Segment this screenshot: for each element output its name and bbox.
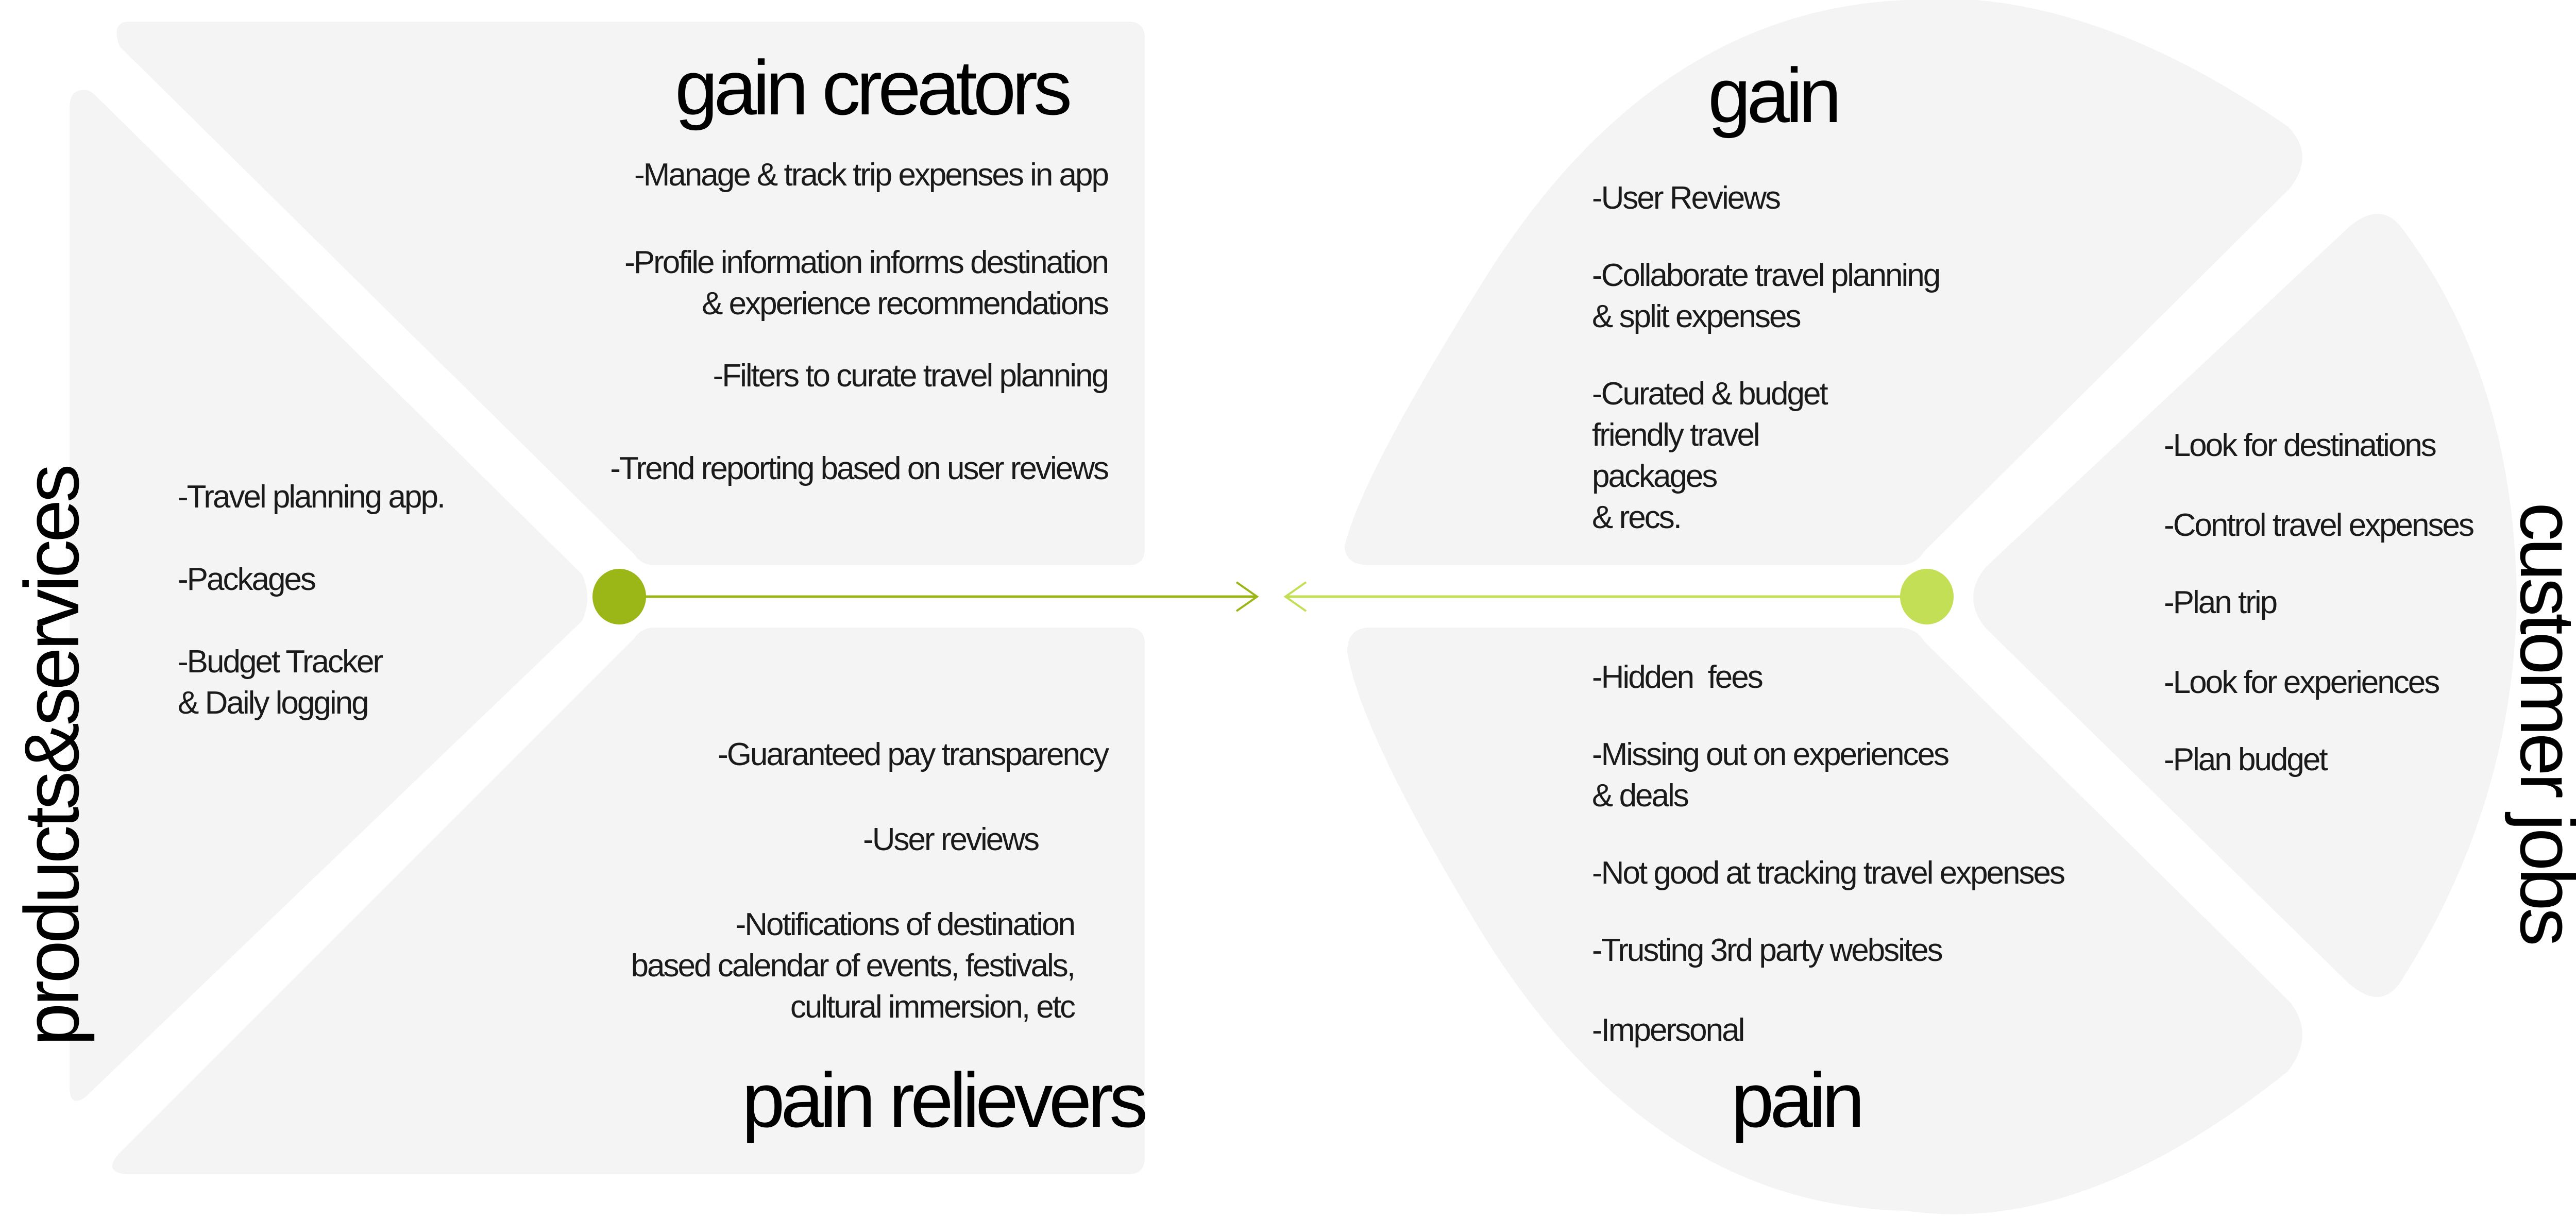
pain-panel — [1347, 628, 2302, 1214]
customer-job-item: -Look for experiences — [2164, 665, 2440, 700]
gain-creator-item: -Trend reporting based on user reviews — [610, 451, 1109, 486]
pain-reliever-item: -User reviews — [863, 822, 1040, 857]
product-service-item: -Packages — [178, 562, 316, 597]
value-map-dot — [592, 569, 646, 624]
pain-relievers-panel — [112, 628, 1145, 1174]
pain-reliever-item: -Notifications of destination based cale… — [631, 907, 1076, 1025]
products-services-title: products&services — [8, 467, 95, 1046]
gain-item: -User Reviews — [1592, 180, 1781, 216]
customer-job-item: -Plan trip — [2164, 585, 2278, 620]
gain-panel — [1345, 0, 2302, 565]
gain-item: -Collaborate travel planning & split exp… — [1592, 258, 1941, 334]
arrow-right-icon — [1235, 581, 1259, 612]
gain-item: -Curated & budget friendly travel packag… — [1592, 376, 1828, 535]
pain-title: pain — [1731, 1057, 1865, 1143]
pain-item: -Hidden fees — [1592, 659, 1764, 695]
pain-item: -Trusting 3rd party websites — [1592, 933, 1943, 968]
gain-title: gain — [1708, 52, 1842, 139]
pain-item: -Not good at tracking travel expenses — [1592, 855, 2065, 891]
arrow-left-icon — [1283, 581, 1307, 612]
customer-job-item: -Look for destinations — [2164, 428, 2437, 463]
customer-job-item: -Plan budget — [2164, 742, 2328, 777]
pain-item: -Missing out on experiences & deals — [1592, 737, 1950, 814]
gain-creator-item: -Manage & track trip expenses in app — [634, 157, 1109, 193]
product-service-item: -Travel planning app. — [178, 479, 446, 515]
gain-creators-panel — [116, 22, 1145, 565]
gain-creators-title: gain creators — [675, 44, 1072, 131]
pain-relievers-title: pain relievers — [742, 1057, 1148, 1143]
product-service-item: -Budget Tracker & Daily logging — [178, 644, 383, 721]
pain-reliever-item: -Guaranteed pay transparency — [718, 737, 1109, 772]
products-services-panel — [70, 90, 587, 1101]
customer-job-item: -Control travel expenses — [2164, 508, 2475, 543]
customer-jobs-title: customer jobs — [2504, 502, 2576, 943]
gain-creator-item: -Filters to curate travel planning — [713, 358, 1109, 394]
pain-item: -Impersonal — [1592, 1012, 1745, 1048]
customer-jobs-panel — [1973, 214, 2517, 997]
customer-profile-dot — [1900, 569, 1954, 624]
gain-creator-item: -Profile information informs destination… — [624, 245, 1109, 322]
